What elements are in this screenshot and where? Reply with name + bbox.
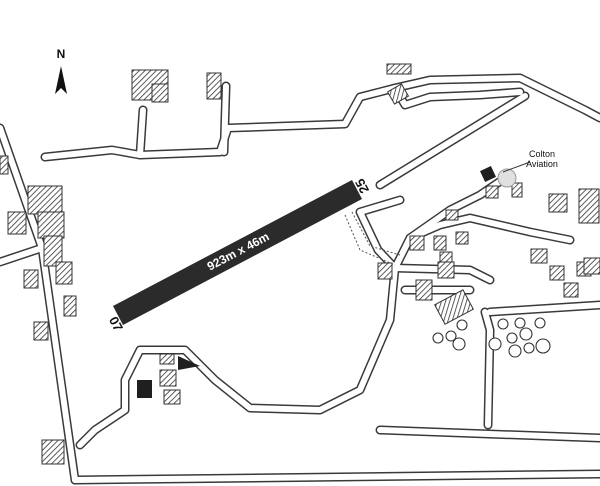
building [549, 265, 565, 281]
tree-icon [535, 338, 551, 354]
north-arrow: N [55, 47, 67, 94]
building [415, 279, 433, 301]
building [583, 257, 600, 275]
buildings [0, 63, 600, 465]
building [63, 295, 77, 317]
building [377, 262, 393, 280]
building [485, 185, 499, 199]
runway-end-25-label: 25 [352, 176, 372, 196]
runway: 923m x 46m 07 25 [106, 176, 372, 334]
tree-icon [534, 317, 546, 329]
building [445, 209, 459, 221]
building [409, 235, 425, 251]
north-arrow-icon [55, 66, 67, 94]
tree-icon [445, 330, 457, 342]
building [548, 193, 568, 213]
runway-surface [113, 180, 362, 325]
poi-name-line2: Aviation [526, 159, 558, 169]
building [55, 261, 73, 285]
runway-end-07-label: 07 [106, 314, 126, 334]
poi-name-line1: Colton [529, 149, 555, 159]
building [33, 321, 49, 341]
building [27, 185, 63, 215]
hangar [137, 380, 152, 398]
tree-icon [488, 337, 502, 351]
trees [432, 317, 551, 358]
tree-icon [514, 317, 526, 329]
building [578, 188, 600, 224]
building [437, 261, 455, 279]
label-leader-line [502, 161, 531, 173]
building [7, 211, 27, 235]
building [455, 231, 469, 245]
tree-icon [432, 332, 444, 344]
solid-structures [137, 166, 517, 398]
building [159, 369, 177, 387]
building [563, 282, 579, 298]
tree-icon [452, 337, 466, 351]
road-network [0, 73, 600, 485]
building [206, 72, 222, 100]
building [530, 248, 548, 264]
building [151, 83, 169, 103]
building [433, 235, 447, 251]
building [386, 63, 412, 75]
building [43, 235, 63, 267]
aviation-tank-icon [497, 168, 517, 188]
building [386, 83, 410, 105]
building [37, 211, 65, 239]
building [23, 269, 39, 289]
tree-icon [456, 319, 468, 331]
building [41, 439, 65, 465]
building [159, 353, 175, 365]
tree-icon [497, 318, 509, 330]
tree-icon [519, 327, 533, 341]
building [511, 182, 523, 198]
building [163, 389, 181, 405]
windsock-icon [178, 356, 200, 370]
colton-aviation-label: Colton Aviation [502, 149, 558, 173]
tree-icon [523, 342, 535, 354]
aviation-building [480, 166, 496, 182]
north-label: N [57, 47, 66, 61]
tree-cluster-east [488, 317, 551, 358]
building [434, 289, 474, 325]
tree-icon [508, 344, 522, 358]
tree-icon [506, 332, 518, 344]
tree-cluster-west [432, 319, 468, 351]
building [0, 155, 9, 175]
